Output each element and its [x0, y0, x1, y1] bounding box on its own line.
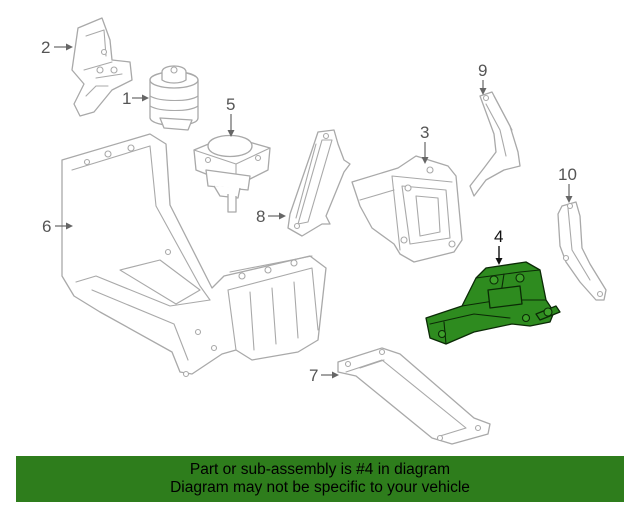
part-6-crossmember [61, 133, 327, 378]
callout-7-number: 7 [309, 366, 318, 385]
callout-3-number: 3 [420, 123, 429, 142]
part-2-bracket [71, 17, 133, 117]
callout-10: 10 [558, 165, 577, 203]
callout-5: 5 [226, 95, 235, 137]
callout-5-number: 5 [226, 95, 235, 114]
callout-9: 9 [478, 61, 487, 95]
callout-10-number: 10 [558, 165, 577, 184]
callout-4-number: 4 [494, 227, 503, 246]
callout-8: 8 [256, 207, 286, 226]
callout-2-number: 2 [41, 38, 50, 57]
part-9-arm [469, 91, 521, 197]
part-5-mount [193, 134, 271, 213]
part-7-skid-plate [337, 347, 491, 445]
part-1-engine-mount [149, 65, 199, 131]
part-3-bracket [351, 155, 463, 263]
callout-4: 4 [494, 227, 503, 265]
info-banner-line-2: Diagram may not be specific to your vehi… [170, 479, 470, 496]
callout-6-number: 6 [42, 217, 51, 236]
callout-2: 2 [41, 38, 73, 57]
callout-3: 3 [420, 123, 429, 164]
part-10-bracket [557, 201, 607, 301]
part-8-bar-bracket [287, 129, 351, 237]
part-4-highlighted-bracket [425, 261, 561, 345]
callout-8-number: 8 [256, 207, 265, 226]
callout-1: 1 [122, 89, 149, 108]
parts-diagram: 2 1 5 3 9 10 6 8 4 7 [41, 17, 607, 445]
info-banner-line-1: Part or sub-assembly is #4 in diagram [189, 461, 451, 478]
callout-1-number: 1 [122, 89, 131, 108]
callout-6: 6 [42, 217, 73, 236]
callout-9-number: 9 [478, 61, 487, 80]
info-banner: Part or sub-assembly is #4 in diagram Di… [16, 456, 624, 502]
callout-7: 7 [309, 366, 339, 385]
